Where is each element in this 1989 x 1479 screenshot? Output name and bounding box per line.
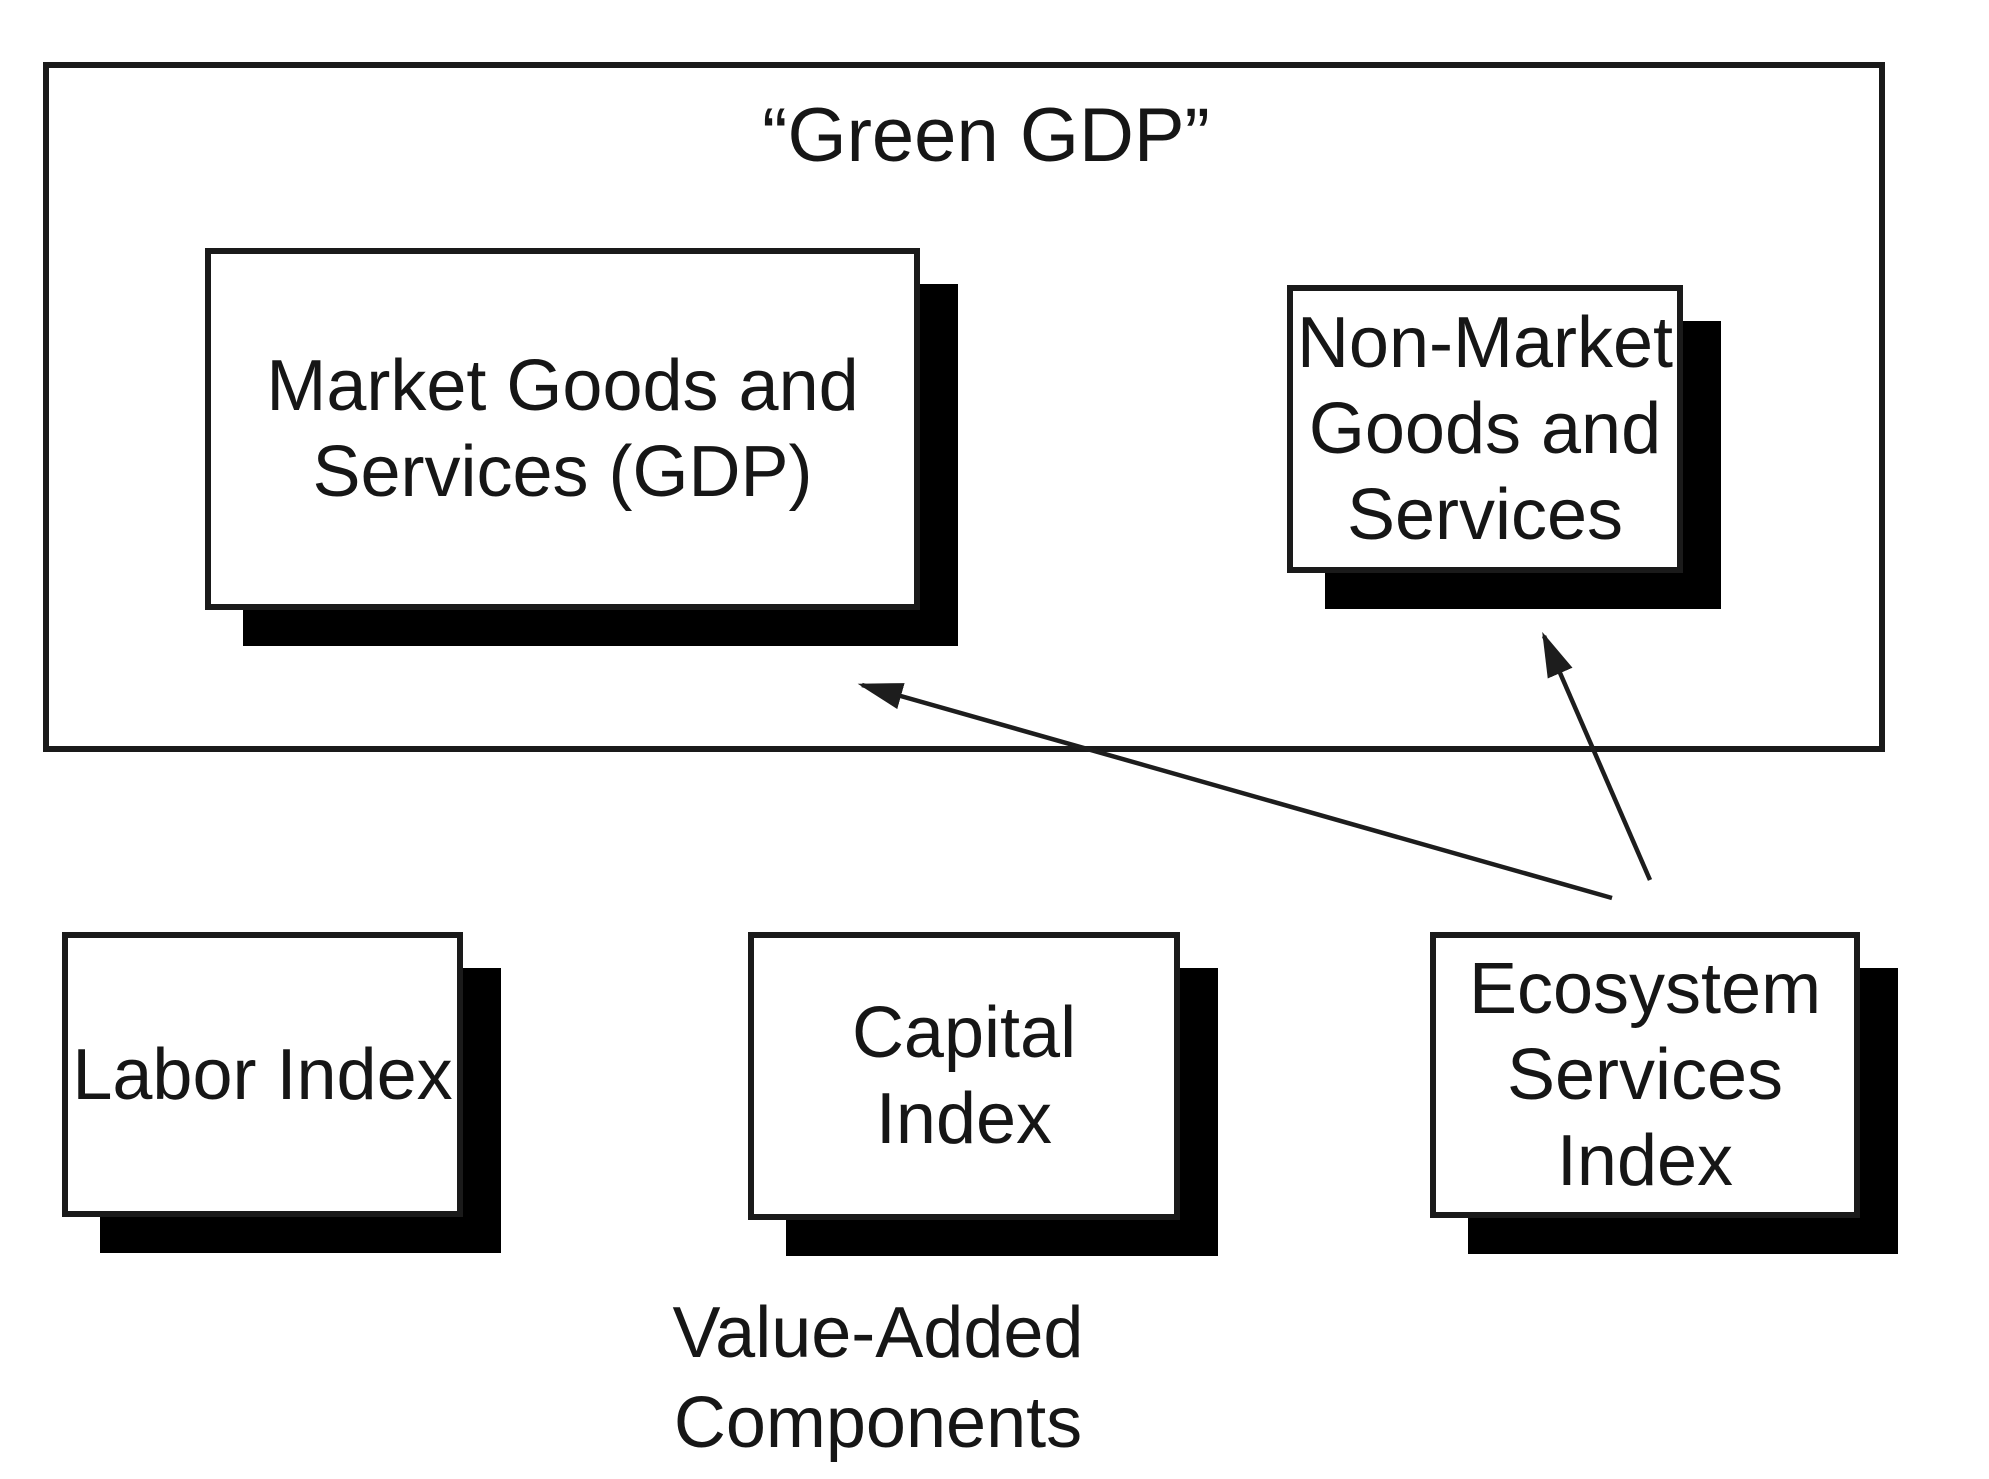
caption-line: Components [673,1383,1083,1463]
box-label-line: Labor Index [72,1034,453,1115]
box-label-line: Ecosystem [1468,949,1822,1029]
box-labor-index: Labor Index [62,932,463,1217]
box-ecosystem-services-index: Ecosystem Services Index [1430,932,1860,1218]
box-label-line: Services (GDP) [312,432,813,512]
box-label-line: Services [1506,1035,1784,1115]
box-label-line: Index [875,1079,1053,1159]
value-added-components-caption: Value-Added Components [540,1288,1216,1468]
box-non-market-goods-and-services: Non-Market Goods and Services [1287,285,1683,573]
box-label-line: Services [1346,475,1624,555]
box-label-line: Market Goods and [266,346,859,426]
box-label-line: Index [1556,1121,1734,1201]
box-capital-index: Capital Index [748,932,1180,1220]
caption-line: Value-Added [672,1293,1084,1373]
box-label-line: Goods and [1308,389,1662,469]
green-gdp-title: “Green GDP” [762,93,1210,178]
box-market-goods-and-services-gdp: Market Goods and Services (GDP) [205,248,920,610]
box-label-line: Capital [851,993,1077,1073]
box-label-line: Non-Market [1296,303,1674,383]
green-gdp-group-box: “Green GDP” Market Goods and Services (G… [43,62,1885,752]
